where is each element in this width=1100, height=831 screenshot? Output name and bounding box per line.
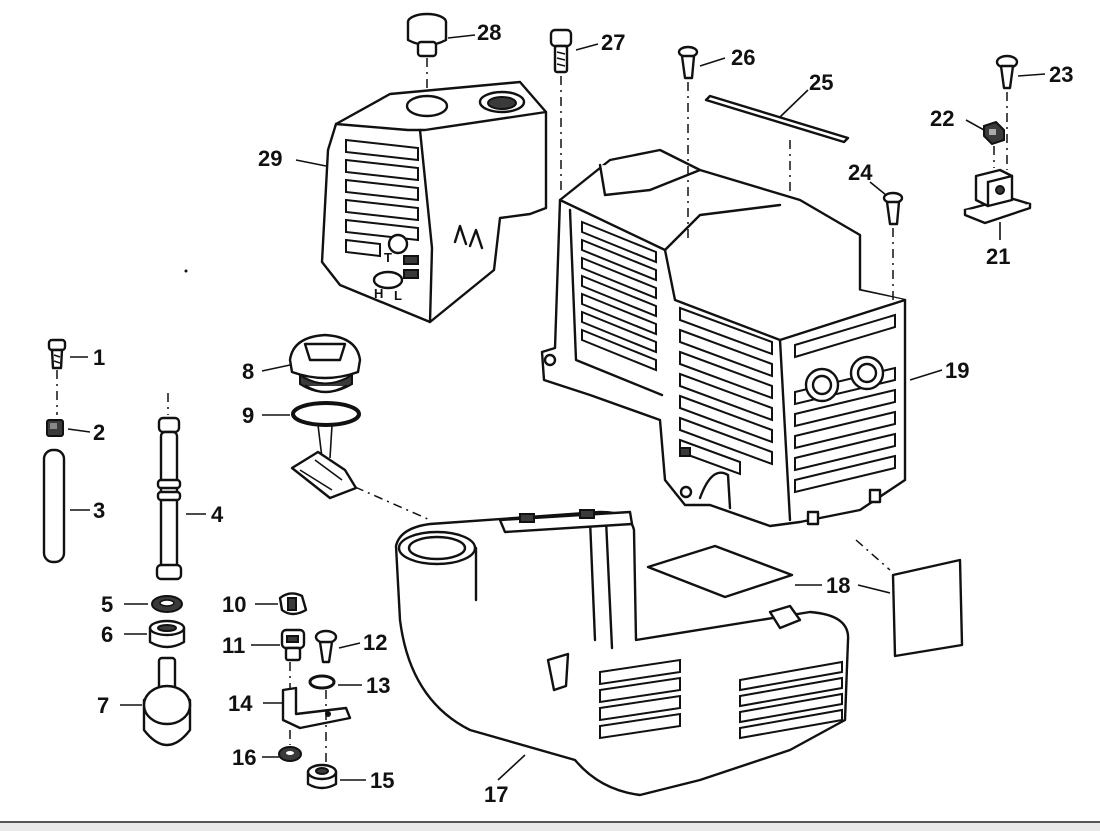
part-6-bushing: [124, 619, 186, 649]
part-13-washer: [308, 674, 362, 690]
callout-7: 7: [97, 693, 109, 718]
callout-9: 9: [242, 403, 254, 428]
part-27-screw: [549, 28, 599, 192]
callout-10: 10: [222, 592, 246, 617]
callout-11: 11: [222, 633, 245, 658]
marking-h: H: [374, 286, 383, 301]
callout-18: 18: [826, 573, 850, 598]
speck: [184, 269, 188, 273]
part-18-filter-pads: [646, 539, 964, 658]
part-2-nut: [46, 419, 91, 437]
callout-17: 17: [484, 782, 508, 807]
marking-l: L: [394, 288, 402, 303]
callout-6: 6: [101, 622, 113, 647]
part-29-front-shroud: H L T: [295, 80, 548, 324]
part-24-screw: [869, 181, 904, 300]
part-1-screw: [47, 338, 88, 415]
callout-2: 2: [93, 420, 105, 445]
part-7-foot: [120, 656, 192, 747]
callout-26: 26: [731, 45, 755, 70]
callout-21: 21: [986, 244, 1010, 269]
part-16-washer: [262, 730, 302, 762]
callout-13: 13: [366, 673, 390, 698]
callout-27: 27: [601, 30, 625, 55]
tank-fins: [599, 658, 843, 740]
cover-fins-left: [581, 220, 657, 372]
cover-fins-center: [679, 306, 773, 476]
shroud-fins: [345, 138, 419, 258]
part-8-cap: [261, 333, 362, 394]
part-25-gasket-strip: [704, 89, 850, 200]
marking-t: T: [384, 250, 392, 265]
callout-16: 16: [232, 745, 256, 770]
callout-12: 12: [363, 630, 387, 655]
callout-8: 8: [242, 359, 254, 384]
part-17-tank-housing: [394, 509, 850, 797]
callout-25: 25: [809, 70, 833, 95]
callout-1: 1: [93, 345, 105, 370]
callout-3: 3: [93, 498, 105, 523]
callout-29: 29: [258, 146, 282, 171]
part-3-rod: [42, 448, 90, 564]
part-10-clip: [255, 592, 308, 616]
callout-15: 15: [370, 768, 394, 793]
part-14-bracket: [263, 662, 352, 766]
part-12-screw: [314, 629, 361, 664]
callout-23: 23: [1049, 62, 1073, 87]
part-26-screw: [677, 45, 726, 240]
part-19-engine-cover: [540, 148, 943, 528]
part-9-gasket: [262, 401, 431, 521]
part-15-nut: [306, 763, 366, 790]
callout-19: 19: [945, 358, 969, 383]
callout-labels: 1 2 3 4 5 6 7 8 9 10 11 12 13 14 15 16 1…: [93, 20, 1073, 807]
part-4-tube: [155, 393, 206, 581]
part-23-screw: [995, 54, 1046, 170]
callout-14: 14: [228, 691, 253, 716]
callout-5: 5: [101, 592, 113, 617]
part-22-square-nut: [965, 119, 1005, 168]
callout-24: 24: [848, 160, 873, 185]
part-5-washer: [124, 595, 183, 613]
callout-28: 28: [477, 20, 501, 45]
part-21-mount-bracket: [963, 168, 1032, 240]
callout-4: 4: [211, 502, 224, 527]
callout-22: 22: [930, 106, 954, 131]
part-11-screw-head: [251, 628, 306, 662]
part-28-plug: [406, 12, 476, 92]
